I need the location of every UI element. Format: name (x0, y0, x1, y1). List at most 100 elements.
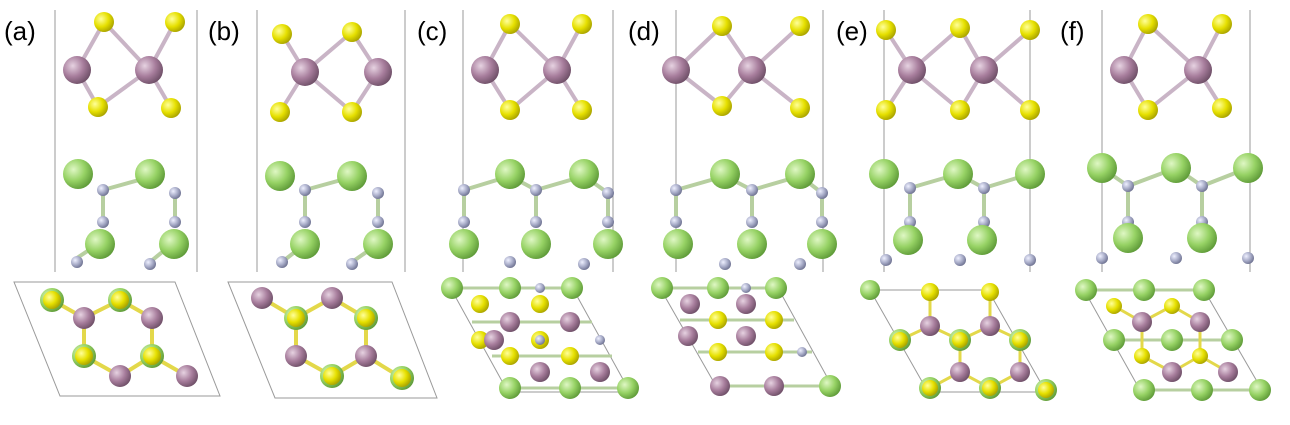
chalcogen-atom (982, 380, 998, 396)
green-atom (1221, 329, 1243, 351)
small-atom (719, 258, 731, 270)
metal-atom (898, 56, 926, 84)
green-atom (559, 377, 581, 399)
chalcogen-atom (1038, 382, 1054, 398)
green-atom (561, 277, 583, 299)
small-atom (1096, 252, 1108, 264)
chalcogen-atom (111, 291, 129, 309)
panel-label-f: (f) (1060, 16, 1085, 46)
small-atom (535, 335, 545, 345)
green-atom (1191, 379, 1213, 401)
small-atom (954, 254, 966, 266)
chalcogen-atom (922, 380, 938, 396)
chalcogen-atom (287, 309, 305, 327)
chalcogen-atom (712, 16, 732, 36)
green-atom (967, 225, 997, 255)
small-atom (670, 184, 682, 196)
panel-a: (a) (4, 10, 221, 397)
small-atom (1196, 180, 1208, 192)
top-view-a (13, 281, 221, 397)
green-atom (85, 229, 115, 259)
green-atom (135, 159, 165, 189)
small-atom (741, 283, 751, 293)
panel-e: (e) (836, 10, 1057, 401)
side-view-a (54, 10, 198, 272)
chalcogen-atom (1164, 298, 1180, 314)
metal-atom (920, 316, 940, 336)
green-atom (1113, 223, 1143, 253)
chalcogen-atom (876, 20, 896, 40)
green-atom (1187, 223, 1217, 253)
metal-atom (1190, 312, 1210, 332)
green-atom (363, 229, 393, 259)
top-view-e (860, 280, 1057, 401)
small-atom (978, 216, 990, 228)
side-view-f (1087, 10, 1263, 272)
metal-atom (680, 294, 700, 314)
panel-label-b: (b) (208, 16, 240, 46)
small-atom (746, 184, 758, 196)
metal-atom (291, 58, 319, 86)
chalcogen-atom (342, 22, 362, 42)
green-atom (710, 159, 740, 189)
small-atom (346, 258, 358, 270)
green-atom (569, 159, 599, 189)
green-atom (499, 377, 521, 399)
metal-atom (970, 56, 998, 84)
chalcogen-atom (1020, 20, 1040, 40)
chalcogen-atom (165, 12, 185, 32)
chalcogen-atom (357, 309, 375, 327)
green-atom (1193, 279, 1215, 301)
small-atom (276, 256, 288, 268)
small-atom (530, 216, 542, 228)
chalcogen-atom (501, 347, 519, 365)
panel-label-d: (d) (628, 16, 660, 46)
chalcogen-atom (981, 283, 999, 301)
green-atom (159, 229, 189, 259)
metal-atom (764, 376, 784, 396)
green-atom (1103, 329, 1125, 351)
chalcogen-atom (572, 14, 592, 34)
metal-atom (1132, 312, 1152, 332)
chalcogen-atom (950, 100, 970, 120)
green-atom (860, 280, 880, 300)
metal-atom (109, 365, 131, 387)
metal-atom (736, 294, 756, 314)
green-atom (1015, 159, 1045, 189)
small-atom (602, 187, 614, 199)
small-atom (458, 216, 470, 228)
green-atom (1249, 379, 1271, 401)
green-atom (1133, 279, 1155, 301)
chalcogen-atom (500, 100, 520, 120)
metal-atom (1162, 362, 1182, 382)
chalcogen-atom (471, 331, 489, 349)
metal-atom (543, 56, 571, 84)
metal-atom (1110, 56, 1138, 84)
green-atom (1075, 279, 1097, 301)
chalcogen-atom (950, 18, 970, 38)
metal-atom (1218, 362, 1238, 382)
small-atom (816, 187, 828, 199)
small-atom (904, 182, 916, 194)
green-atom (1087, 153, 1117, 183)
panel-d: (d) (628, 10, 841, 397)
small-atom (880, 254, 892, 266)
small-atom (904, 216, 916, 228)
metal-atom (355, 345, 377, 367)
metal-atom (471, 56, 499, 84)
cell-outline (227, 281, 438, 399)
chalcogen-atom (43, 291, 61, 309)
panel-b: (b) (208, 10, 438, 399)
chalcogen-atom (272, 24, 292, 44)
metal-atom (1184, 56, 1212, 84)
panel-label-a: (a) (4, 16, 36, 46)
metal-atom (662, 56, 690, 84)
metal-atom (321, 287, 343, 309)
chalcogen-atom (1012, 332, 1028, 348)
chalcogen-atom (709, 343, 727, 361)
chalcogen-atom (876, 100, 896, 120)
small-atom (372, 216, 384, 228)
green-atom (337, 161, 367, 191)
small-atom (169, 187, 181, 199)
metal-atom (530, 362, 550, 382)
